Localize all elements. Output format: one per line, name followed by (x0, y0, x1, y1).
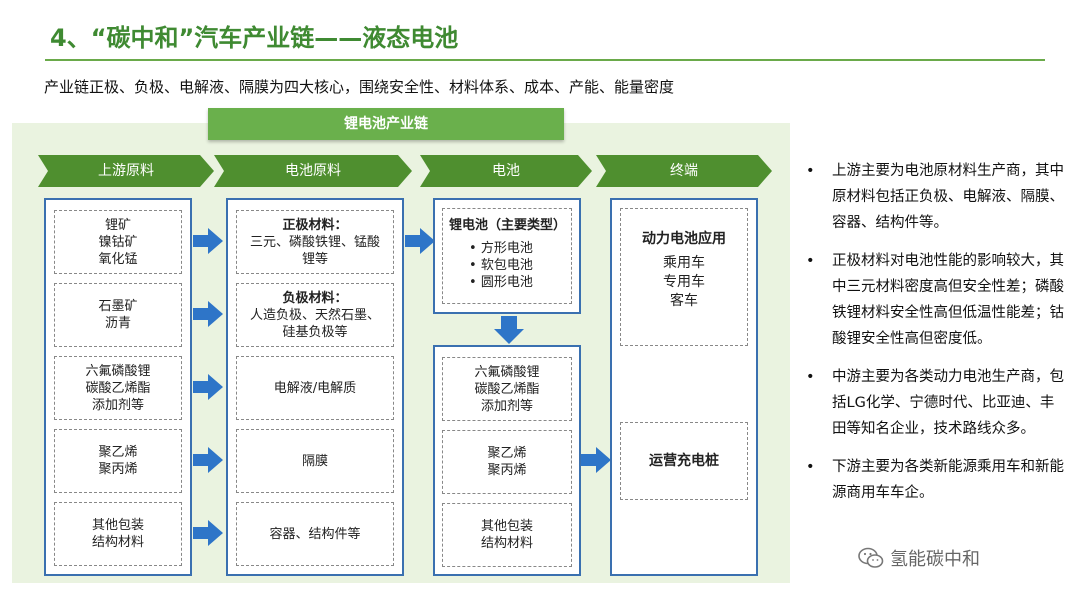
upstream-line: 结构材料 (91, 535, 144, 550)
battery-type-item: • 软包电池 (469, 258, 533, 273)
power-battery-app-cell: 动力电池应用 乘用车 专用车 客车 (620, 208, 748, 346)
container-cell: 容器、结构件等 (236, 502, 394, 566)
battery-component-line: 聚丙烯 (487, 463, 527, 478)
bullet-item: • 下游主要为各类新能源乘用车和新能源商用车车企。 (800, 454, 1068, 506)
upstream-line: 氧化锰 (98, 251, 138, 267)
upstream-line: 石墨矿 (98, 299, 138, 314)
anode-line: 人造负极、天然石墨、 (249, 307, 380, 323)
battery-component-line: 碳酸乙烯酯 (474, 381, 540, 397)
arrow-down-icon (494, 316, 524, 344)
upstream-cell: 六氟磷酸锂 碳酸乙烯酯 添加剂等 (54, 356, 182, 420)
battery-components-box: 六氟磷酸锂 碳酸乙烯酯 添加剂等 聚乙烯 聚丙烯 其他包装 结构材料 (433, 345, 581, 576)
separator-cell: 隔膜 (236, 429, 394, 493)
watermark: 氢能碳中和 (858, 545, 980, 571)
upstream-line: 其他包装 (91, 518, 144, 533)
page-subtitle: 产业链正极、负极、电解液、隔膜为四大核心，围绕安全性、材料体系、成本、产能、能量… (44, 78, 675, 96)
upstream-line: 六氟磷酸锂 (85, 363, 151, 379)
cathode-line: 锂等 (301, 251, 328, 267)
arrow-right-icon (193, 447, 223, 473)
upstream-line: 镍钴矿 (98, 234, 138, 250)
charging-cell: 运营充电桩 (620, 422, 748, 500)
arrow-right-icon (193, 228, 223, 254)
app-heading: 动力电池应用 (642, 231, 726, 247)
battery-component-line: 其他包装 (480, 519, 533, 534)
charging-label: 运营充电桩 (649, 452, 719, 469)
cathode-cell: 正极材料： 三元、磷酸铁锂、锰酸 锂等 (236, 210, 394, 274)
terminal-column: 动力电池应用 乘用车 专用车 客车 运营充电桩 (610, 198, 758, 576)
cathode-line: 三元、磷酸铁锂、锰酸 (249, 234, 380, 250)
battery-type-label: 方形电池 (480, 241, 533, 256)
chain-banner: 锂电池产业链 (208, 108, 564, 140)
bullet-item: • 正极材料对电池性能的影响较大，其中三元材料密度高但安全性差；磷酸铁锂材料安全性… (800, 248, 1068, 352)
battery-component-line: 聚乙烯 (487, 446, 527, 461)
battery-types-box: 锂电池（主要类型） • 方形电池 • 软包电池 • 圆形电池 (433, 198, 581, 314)
battery-component-cell: 其他包装 结构材料 (442, 503, 572, 567)
upstream-column: 锂矿 镍钴矿 氧化锰 石墨矿 沥青 六氟磷酸锂 碳酸乙烯酯 添加剂等 聚乙烯 聚… (44, 198, 192, 576)
upstream-line: 聚乙烯 (98, 445, 138, 460)
bullet-text: 下游主要为各类新能源乘用车和新能源商用车车企。 (832, 459, 1064, 501)
materials-column: 正极材料： 三元、磷酸铁锂、锰酸 锂等 负极材料： 人造负极、天然石墨、 硅基负… (226, 198, 404, 576)
cathode-heading: 正极材料： (282, 217, 348, 233)
battery-heading: 锂电池（主要类型） (449, 218, 567, 233)
electrolyte-label: 电解液/电解质 (273, 380, 357, 396)
bullet-item: • 中游主要为各类动力电池生产商，包括LG化学、宁德时代、比亚迪、丰田等知名企业，… (800, 364, 1068, 442)
app-item: 客车 (670, 293, 698, 309)
bullet-list: • 上游主要为电池原材料生产商，其中原材料包括正负极、电解液、隔膜、容器、结构件等… (800, 158, 1068, 518)
watermark-text: 氢能碳中和 (890, 549, 980, 570)
battery-component-cell: 聚乙烯 聚丙烯 (442, 430, 572, 494)
arrow-right-icon (581, 447, 611, 473)
page-title: 4、“碳中和”汽车产业链——液态电池 (50, 24, 459, 52)
battery-component-line: 结构材料 (480, 536, 533, 551)
upstream-cell: 其他包装 结构材料 (54, 502, 182, 566)
arrow-right-icon (405, 228, 435, 254)
battery-type-item: • 圆形电池 (469, 275, 533, 290)
bullet-text: 正极材料对电池性能的影响较大，其中三元材料密度高但安全性差；磷酸铁锂材料安全性高… (832, 253, 1064, 347)
battery-type-label: 圆形电池 (480, 275, 533, 290)
app-item: 专用车 (663, 274, 705, 290)
title-divider (45, 59, 1045, 61)
battery-component-line: 六氟磷酸锂 (474, 364, 540, 380)
bullet-text: 上游主要为电池原材料生产商，其中原材料包括正负极、电解液、隔膜、容器、结构件等。 (832, 163, 1064, 231)
bullet-text: 中游主要为各类动力电池生产商，包括LG化学、宁德时代、比亚迪、丰田等知名企业，技… (832, 369, 1064, 437)
app-item: 乘用车 (663, 255, 705, 271)
upstream-line: 添加剂等 (91, 397, 144, 413)
battery-type-list: • 方形电池 • 软包电池 • 圆形电池 (449, 240, 533, 291)
arrow-right-icon (193, 520, 223, 546)
battery-types-cell: 锂电池（主要类型） • 方形电池 • 软包电池 • 圆形电池 (442, 208, 572, 304)
battery-component-cell: 六氟磷酸锂 碳酸乙烯酯 添加剂等 (442, 357, 572, 421)
battery-type-label: 软包电池 (480, 258, 533, 273)
upstream-cell: 聚乙烯 聚丙烯 (54, 429, 182, 493)
anode-heading: 负极材料： (282, 290, 348, 306)
stage-battery-materials: 电池原料 (214, 155, 412, 187)
upstream-line: 沥青 (104, 316, 131, 331)
stage-battery: 电池 (420, 155, 592, 187)
bullet-dot: • (806, 459, 815, 475)
bullet-item: • 上游主要为电池原材料生产商，其中原材料包括正负极、电解液、隔膜、容器、结构件等… (800, 158, 1068, 236)
electrolyte-cell: 电解液/电解质 (236, 356, 394, 420)
stage-terminal: 终端 (596, 155, 772, 187)
upstream-cell: 石墨矿 沥青 (54, 283, 182, 347)
battery-component-line: 添加剂等 (480, 398, 533, 414)
stage-upstream: 上游原料 (38, 155, 214, 187)
upstream-line: 碳酸乙烯酯 (85, 380, 151, 396)
upstream-cell: 锂矿 镍钴矿 氧化锰 (54, 210, 182, 274)
upstream-line: 聚丙烯 (98, 462, 138, 477)
bullet-dot: • (806, 253, 815, 269)
separator-label: 隔膜 (301, 453, 328, 469)
anode-line: 硅基负极等 (282, 324, 348, 340)
battery-type-item: • 方形电池 (469, 241, 533, 256)
arrow-right-icon (193, 301, 223, 327)
bullet-dot: • (806, 369, 815, 385)
container-label: 容器、结构件等 (269, 526, 361, 542)
upstream-line: 锂矿 (104, 217, 131, 233)
bullet-dot: • (806, 163, 815, 179)
wechat-icon (858, 547, 884, 568)
anode-cell: 负极材料： 人造负极、天然石墨、 硅基负极等 (236, 283, 394, 347)
arrow-right-icon (193, 374, 223, 400)
